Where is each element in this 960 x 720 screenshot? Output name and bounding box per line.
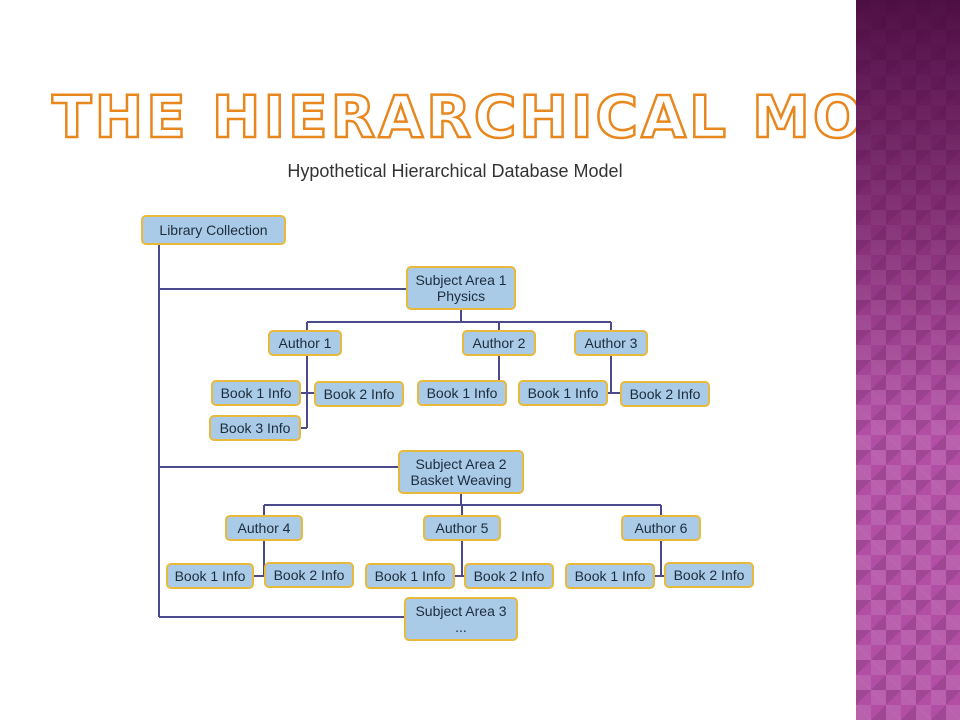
node-author-1: Author 1 bbox=[268, 330, 342, 356]
node-subject-1: Subject Area 1 Physics bbox=[406, 266, 516, 310]
node-author-5: Author 5 bbox=[423, 515, 501, 541]
node-author-4: Author 4 bbox=[225, 515, 303, 541]
node-subject-1-line1: Subject Area 1 bbox=[415, 272, 507, 288]
node-author-1-book-2: Book 2 Info bbox=[314, 381, 404, 407]
node-subject-3: Subject Area 3 ... bbox=[404, 597, 518, 641]
decorative-side-panel bbox=[856, 0, 960, 720]
node-subject-3-line1: Subject Area 3 bbox=[415, 603, 507, 619]
node-author-1-book-3: Book 3 Info bbox=[209, 415, 301, 441]
node-author-6: Author 6 bbox=[621, 515, 701, 541]
node-subject-3-line2: ... bbox=[455, 619, 467, 635]
diagram-caption: Hypothetical Hierarchical Database Model bbox=[287, 161, 623, 181]
slide-title: The Hierarchical Model bbox=[51, 82, 960, 153]
node-subject-2: Subject Area 2 Basket Weaving bbox=[398, 450, 524, 494]
node-author-1-book-1: Book 1 Info bbox=[211, 380, 301, 406]
node-subject-1-line2: Physics bbox=[436, 288, 486, 304]
node-root: Library Collection bbox=[141, 215, 286, 245]
node-author-5-book-1: Book 1 Info bbox=[365, 563, 455, 589]
node-author-4-book-2: Book 2 Info bbox=[264, 562, 354, 588]
node-author-6-book-2: Book 2 Info bbox=[664, 562, 754, 588]
node-author-6-book-1: Book 1 Info bbox=[565, 563, 655, 589]
node-author-3-book-1: Book 1 Info bbox=[518, 380, 608, 406]
node-author-2: Author 2 bbox=[462, 330, 536, 356]
node-subject-2-line1: Subject Area 2 bbox=[415, 456, 507, 472]
node-author-3-book-2: Book 2 Info bbox=[620, 381, 710, 407]
node-subject-2-line2: Basket Weaving bbox=[410, 472, 512, 488]
node-author-2-book-1: Book 1 Info bbox=[417, 380, 507, 406]
node-author-5-book-2: Book 2 Info bbox=[464, 563, 554, 589]
node-author-3: Author 3 bbox=[574, 330, 648, 356]
node-author-4-book-1: Book 1 Info bbox=[166, 563, 254, 589]
